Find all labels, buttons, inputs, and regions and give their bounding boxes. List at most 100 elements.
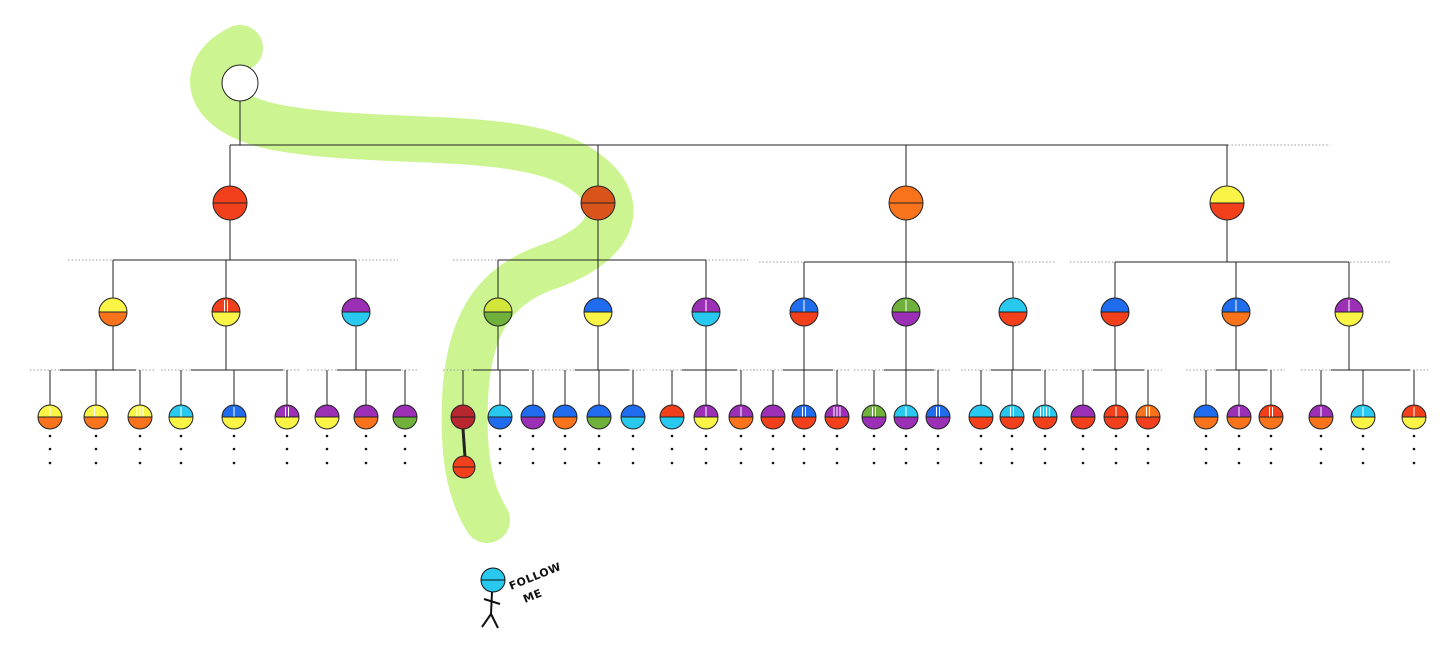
- level3-node-1-1-1-top-half: [587, 405, 611, 417]
- level2-node-1-0-bottom-half: [484, 312, 512, 326]
- continuation-dot-0-0-1-2: [94, 461, 98, 465]
- continuation-dot-3-2-2-2: [1412, 461, 1416, 465]
- continuation-dot-0-1-1-2: [232, 461, 236, 465]
- figure-body: [490, 591, 493, 615]
- level3-node-3-0-0-bottom-half: [1071, 417, 1095, 429]
- level2-node-2-0-outline: [789, 297, 819, 327]
- level3-node-0-2-0-outline: [314, 404, 340, 430]
- level3-node-1-2-1-bottom-half: [694, 417, 718, 429]
- level3-node-3-0-1-bottom-half: [1104, 417, 1128, 429]
- level3-node-2-2-1-outline: [999, 404, 1025, 430]
- level3-node-1-2-0-top-half: [660, 405, 684, 417]
- continuation-dot-3-2-2-0: [1412, 434, 1416, 438]
- level3-node-1-0-1-bottom-half: [488, 417, 512, 429]
- level3-node-1-1-1: [586, 404, 612, 430]
- level1-node-1-top-half: [581, 186, 615, 203]
- continuation-dot-3-2-1-2: [1361, 461, 1365, 465]
- continuation-dot-3-0-1-0: [1114, 434, 1118, 438]
- continuation-dot-2-2-1-0: [1010, 434, 1014, 438]
- level1-node-0: [212, 185, 248, 221]
- level3-node-1-0-0-bottom-half: [451, 417, 475, 429]
- level2-node-2-2: [998, 297, 1028, 327]
- continuation-dot-2-2-0-0: [979, 434, 983, 438]
- level3-node-3-2-1: [1350, 404, 1376, 430]
- level3-node-0-0-1-top-half: [84, 405, 108, 417]
- continuation-dot-0-0-2-0: [138, 434, 142, 438]
- level2-node-1-1-top-half: [584, 298, 612, 312]
- level3-node-1-1-0-outline: [552, 404, 578, 430]
- level3-node-3-1-0-top-half: [1194, 405, 1218, 417]
- level1-node-2-outline: [888, 185, 924, 221]
- continuation-dots: [48, 434, 1416, 465]
- level2-node-1-1: [583, 297, 613, 327]
- level3-node-3-2-0: [1308, 404, 1334, 430]
- level2-node-0-0-top-half: [99, 298, 127, 312]
- level3-node-3-1-1: [1226, 404, 1252, 430]
- level1-node-2-bottom-half: [889, 203, 923, 220]
- continuation-dot-3-1-0-1: [1204, 447, 1208, 451]
- continuation-dot-2-1-0-1: [872, 447, 876, 451]
- level2-node-0-1: [211, 297, 241, 327]
- continuation-dot-2-2-2-0: [1043, 434, 1047, 438]
- level2-node-3-0: [1100, 297, 1130, 327]
- level3-node-2-2-2-outline: [1032, 404, 1058, 430]
- level3-node-2-0-1-top-half: [792, 405, 816, 417]
- level2-node-2-0: [789, 297, 819, 327]
- level2-node-2-2-top-half: [999, 298, 1027, 312]
- level3-node-2-0-0-outline: [760, 404, 786, 430]
- level3-node-0-2-1-outline: [353, 404, 379, 430]
- level3-node-1-0-1-top-half: [488, 405, 512, 417]
- continuation-dot-1-1-1-0: [597, 434, 601, 438]
- level3-node-0-0-0: [37, 404, 63, 430]
- level3-node-1-1-0-top-half: [553, 405, 577, 417]
- level3-node-2-2-0-outline: [968, 404, 994, 430]
- continuation-dot-3-2-1-0: [1361, 434, 1365, 438]
- continuation-dot-3-0-1-2: [1114, 461, 1118, 465]
- continuation-dot-3-0-2-2: [1146, 461, 1150, 465]
- level3-node-3-2-2: [1401, 404, 1427, 430]
- figure-arms: [483, 598, 501, 605]
- level3-node-2-0-1-bottom-half: [792, 417, 816, 429]
- level2-node-1-0: [483, 297, 513, 327]
- level3-node-3-2-2-bottom-half: [1402, 417, 1426, 429]
- level3-node-2-2-0: [968, 404, 994, 430]
- continuation-dot-2-0-1-1: [802, 447, 806, 451]
- continuation-dot-1-1-2-0: [631, 434, 635, 438]
- level3-node-0-2-0-top-half: [315, 405, 339, 417]
- continuation-dot-2-1-2-1: [936, 447, 940, 451]
- continuation-dot-2-0-2-2: [835, 461, 839, 465]
- continuation-dot-0-1-2-2: [285, 461, 289, 465]
- continuation-dot-2-2-1-2: [1010, 461, 1014, 465]
- level3-node-1-2-2: [728, 404, 754, 430]
- level3-node-2-1-1-bottom-half: [894, 417, 918, 429]
- level3-node-0-1-1: [221, 404, 247, 430]
- level2-node-1-2-bottom-half: [692, 312, 720, 326]
- level3-node-1-0-2-bottom-half: [521, 417, 545, 429]
- level3-node-1-0-0-top-half: [451, 405, 475, 417]
- level2-node-3-2-bottom-half: [1335, 312, 1363, 326]
- follow-path-highlight: [190, 25, 634, 543]
- level2-node-0-1-top-half: [212, 298, 240, 312]
- level2-node-1-1-outline: [583, 297, 613, 327]
- continuation-dot-1-1-2-1: [631, 447, 635, 451]
- level1-node-1: [580, 185, 616, 221]
- level3-node-0-1-0-outline: [168, 404, 194, 430]
- level3-node-2-1-2-top-half: [926, 405, 950, 417]
- level2-node-2-1-bottom-half: [892, 312, 920, 326]
- level3-node-0-0-0-bottom-half: [38, 417, 62, 429]
- continuation-dot-0-1-0-0: [179, 434, 183, 438]
- level3-node-2-1-0: [861, 404, 887, 430]
- continuation-dot-0-2-2-1: [403, 447, 407, 451]
- continuation-dot-0-0-1-0: [94, 434, 98, 438]
- path-extension-node-top-half: [453, 456, 475, 467]
- continuation-dot-1-2-1-1: [704, 447, 708, 451]
- continuation-dot-1-2-1-2: [704, 461, 708, 465]
- level3-node-2-0-0-bottom-half: [761, 417, 785, 429]
- continuation-dot-3-1-0-2: [1204, 461, 1208, 465]
- level3-node-2-1-2-bottom-half: [926, 417, 950, 429]
- level3-node-2-0-0-top-half: [761, 405, 785, 417]
- level2-node-2-1: [891, 297, 921, 327]
- level3-node-0-2-0-bottom-half: [315, 417, 339, 429]
- level3-node-0-2-2-bottom-half: [393, 417, 417, 429]
- continuation-dot-3-1-2-1: [1269, 447, 1273, 451]
